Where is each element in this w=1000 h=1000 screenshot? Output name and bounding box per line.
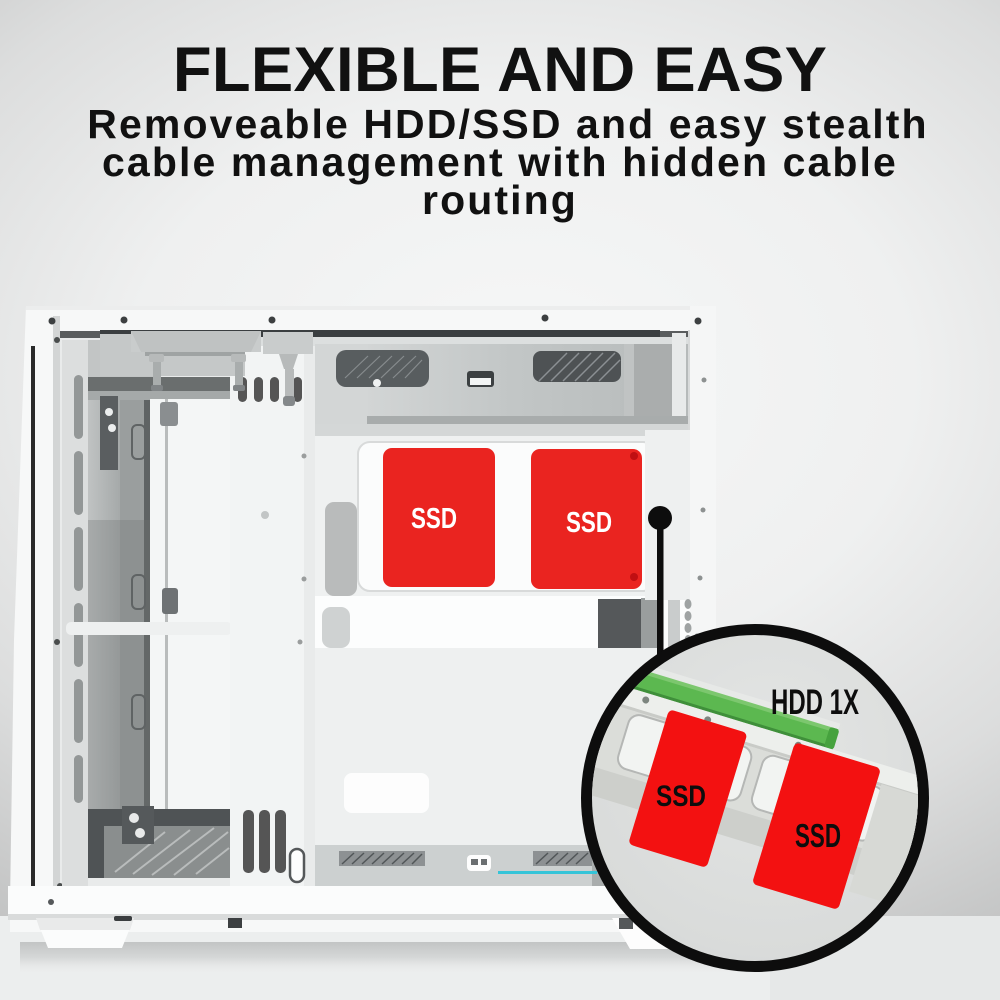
svg-text:HDD 1X: HDD 1X xyxy=(771,683,859,722)
svg-text:SSD: SSD xyxy=(656,780,706,813)
svg-text:SSD: SSD xyxy=(795,817,841,854)
svg-text:SSD: SSD xyxy=(411,503,457,535)
svg-text:SSD: SSD xyxy=(566,507,612,539)
